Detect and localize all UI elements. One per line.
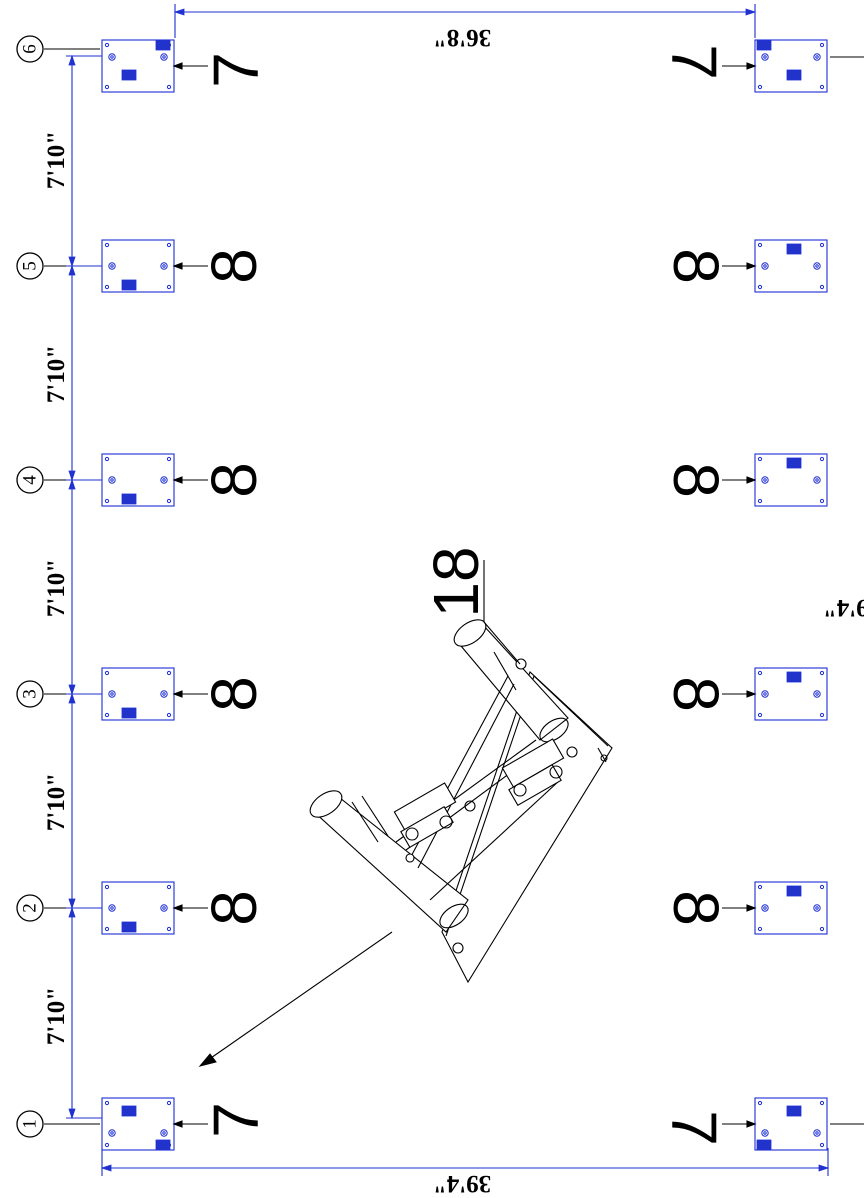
gridline-bubble-1: 1	[16, 1110, 44, 1138]
spacing-label-4-3: 7'10"	[43, 559, 70, 617]
gridline-bubble-4: 4	[16, 466, 44, 494]
direction-arrow	[198, 931, 393, 1067]
gridline-label-1: 1	[20, 1119, 41, 1129]
callout-right-1: 7	[658, 1110, 730, 1146]
right-length-label: 39'4"	[823, 594, 864, 621]
spacing-label-6-5: 7'10"	[43, 131, 70, 189]
spacing-label-2-1: 7'10"	[43, 987, 70, 1045]
gridline-bubble-5: 5	[16, 252, 44, 280]
bolt-icon	[405, 853, 415, 863]
assembly-ratchet-upper	[501, 738, 578, 807]
callout-right-2: 8	[660, 890, 732, 926]
bolt-icon	[452, 942, 464, 954]
callout-right-3: 8	[660, 676, 732, 712]
plate-right-1	[754, 1097, 828, 1151]
plate-right-3	[754, 667, 828, 721]
assembly-base-plate	[441, 671, 613, 984]
assembly-callout: 18	[420, 546, 521, 665]
callout-left-6: 7	[200, 52, 272, 88]
plate-right-6	[754, 39, 828, 93]
callout-assembly: 18	[420, 546, 492, 617]
right-length-dimension: 39'4"	[823, 56, 864, 1125]
assembly-lower-cylinder	[309, 790, 469, 933]
gridline-bubble-3: 3	[16, 680, 44, 708]
plate-left-4	[101, 453, 175, 507]
bottom-width-dimension: 39'4"	[100, 1148, 830, 1197]
spacing-label-5-4: 7'10"	[43, 345, 70, 403]
plate-left-5	[101, 239, 175, 293]
callout-right-4: 8	[660, 462, 732, 498]
callout-left-1: 7	[200, 1102, 272, 1138]
gridline-label-2: 2	[20, 903, 41, 913]
plate-left-1	[101, 1097, 175, 1151]
gridline-label-5: 5	[20, 261, 41, 271]
callout-left-5: 8	[198, 248, 270, 284]
callout-left-3: 8	[198, 676, 270, 712]
gridline-label-6: 6	[20, 44, 41, 54]
plate-left-2	[101, 881, 175, 935]
assembly-18	[309, 619, 613, 984]
gridline-markers: 6 5 4 3 2 1	[16, 35, 100, 1138]
plate-right-5	[754, 239, 828, 293]
gridline-bubble-2: 2	[16, 894, 44, 922]
plate-left-3	[101, 667, 175, 721]
callout-right-6: 7	[658, 44, 730, 80]
callout-left-4: 8	[198, 462, 270, 498]
right-callouts: 7 8 8 8 8 7	[658, 44, 757, 1146]
plate-right-4	[754, 453, 828, 507]
bottom-width-label: 39'4"	[433, 1170, 491, 1197]
assembly-ratchet-lower	[393, 782, 476, 849]
callout-right-5: 8	[660, 248, 732, 284]
top-width-dimension: 36'8"	[173, 4, 757, 51]
gridline-bubble-6: 6	[16, 35, 44, 63]
left-callouts: 7 8 8 8 8 7	[172, 52, 272, 1138]
callout-left-2: 8	[198, 890, 270, 926]
spacing-dimension-chain: 7'10" 7'10" 7'10" 7'10" 7'10"	[43, 54, 102, 1120]
plate-right-2	[754, 881, 828, 935]
gridline-label-4: 4	[20, 475, 41, 485]
spacing-label-3-2: 7'10"	[43, 773, 70, 831]
gridline-label-3: 3	[20, 689, 41, 699]
top-width-label: 36'8"	[433, 24, 491, 51]
plate-left-6	[101, 39, 175, 93]
